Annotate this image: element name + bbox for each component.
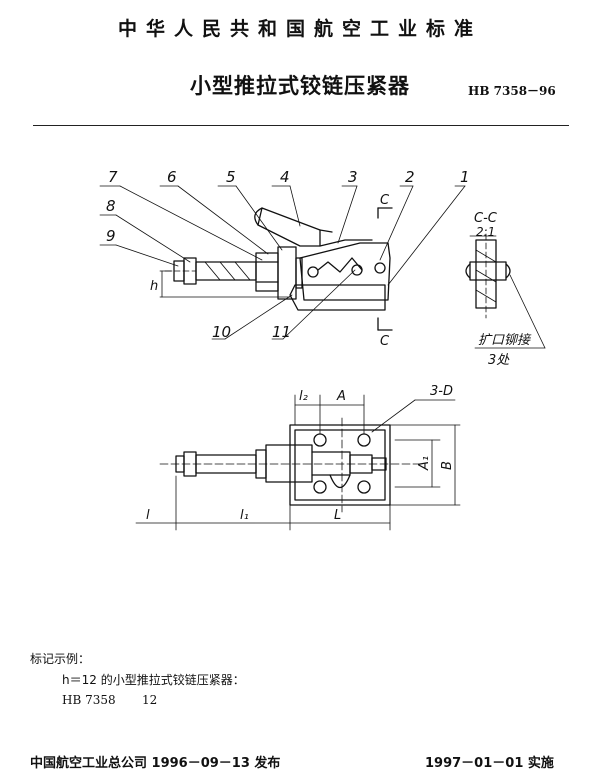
rivet-note-line2: 3处 [488,353,510,368]
example-code: HB 7358 [62,693,116,707]
part-label-9: 9 [106,227,116,245]
dim-a1-label: A₁ [417,456,432,471]
part-label-6: 6 [167,168,177,186]
part-label-8: 8 [106,197,116,215]
rivet-note-line1: 扩口铆接 [478,333,532,348]
handle [257,207,321,247]
part-label-2: 2 [405,168,415,186]
section-mark-bottom: C [380,334,390,349]
header-rule [33,125,569,126]
section-scale: 2:1 [476,225,495,239]
part-label-5: 5 [226,168,236,186]
part-label-1: 1 [460,168,470,186]
dim-l1-label: l₁ [240,508,249,523]
dim-3d-label: 3-D [430,384,453,399]
base-plate [289,284,386,311]
part-label-4: 4 [280,168,290,186]
dim-h-label: h [150,279,158,294]
example-description: h＝12 的小型推拉式铰链压紧器： [62,673,245,687]
standard-header: 中华人民共和国航空工业标准 [117,18,482,40]
hinge-body [299,242,391,301]
document-code: HB 7358－96 [468,84,556,98]
dim-l2-label: l₂ [299,389,308,404]
dim-b-label: B [440,461,455,470]
dim-big-l-label: L [334,508,341,523]
technical-drawing: 7 6 5 4 3 2 1 8 9 10 11 C C h C-C 2:1 扩口… [99,168,546,531]
issued-date: 中国航空工业总公司 1996－09－13 发布 [30,756,281,771]
section-mark-top: C [380,193,390,208]
example-label: 标记示例： [30,652,91,666]
part-label-10: 10 [212,323,231,341]
example-value: 12 [142,693,158,707]
dim-a-label: A [336,389,346,404]
dim-l-label: l [146,508,150,523]
effective-date: 1997－01－01 实施 [425,756,554,771]
part-label-11: 11 [272,323,291,341]
part-label-7: 7 [108,168,118,186]
section-title: C-C [474,211,498,226]
part-label-3: 3 [348,168,358,186]
plan-base [289,424,391,506]
plunger-rod [195,261,257,281]
document-title: 小型推拉式铰链压紧器 [190,74,410,98]
